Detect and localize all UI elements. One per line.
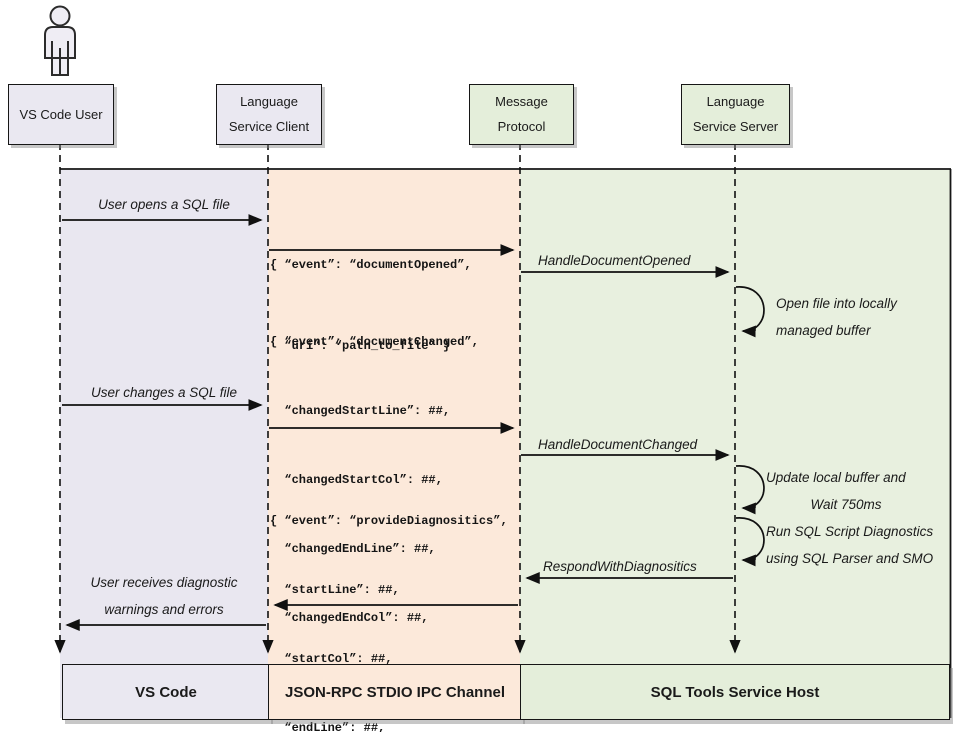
label-handle-document-opened: HandleDocumentOpened [538,253,691,268]
note-update-line1: Update local buffer and [766,470,906,485]
footer-box-vscode: VS Code [62,664,270,720]
label-user-changes: User changes a SQL file [90,385,238,400]
actor-box-language-service-client: Language Service Client [216,84,322,145]
footer-label: JSON-RPC STDIO IPC Channel [284,683,506,701]
label-respond-with-diagnostics: RespondWithDiagnositics [543,559,697,574]
payload-line: { “event”: “provideDiagnositics”, [270,514,508,528]
payload-provide-diagnostics: { “event”: “provideDiagnositics”, “start… [270,464,508,732]
payload-line: “changedEndCol”: ##, [270,611,429,625]
payload-line: “changedEndLine”: ##, [270,542,436,556]
payload-line: “endLine”: ##, [270,721,386,732]
actor-box-language-service-server: Language Service Server [681,84,790,145]
payload-line: “uri”: “path_to_file” } [270,339,451,353]
footer-label: VS Code [135,683,197,701]
label-handle-document-changed: HandleDocumentChanged [538,437,698,452]
actor-label: Language [240,94,298,109]
label-user-opens: User opens a SQL file [98,197,230,212]
payload-line: “startCol”: ##, [270,652,393,666]
actor-label: Message [495,94,548,109]
note-open-file-line1: Open file into locally [776,296,897,311]
payload-line: { “event”: “documentOpened”, [270,258,472,272]
footer-box-jsonrpc-channel: JSON-RPC STDIO IPC Channel [268,664,522,720]
footer-box-sql-tools-service-host: SQL Tools Service Host [520,664,950,720]
payload-line: { “event”: “documentChanged”, [270,335,479,349]
note-update-line2: Wait 750ms [810,497,882,512]
actor-label: Language [706,94,765,109]
actor-label: Service Client [228,119,310,134]
actor-box-vscode-user: VS Code User [8,84,114,145]
band-vscode [60,170,268,718]
payload-line: “changedStartCol”: ##, [270,473,443,487]
label-user-receives-line1: User receives diagnostic [90,575,238,590]
note-open-file-line2: managed buffer [776,323,871,338]
payload-document-opened: { “event”: “documentOpened”, “uri”: “pat… [270,198,472,414]
footer-label: SQL Tools Service Host [650,683,820,701]
label-user-receives-line2: warnings and errors [104,602,224,617]
actor-label: Protocol [497,119,546,134]
actor-label: VS Code User [19,106,103,122]
actor-box-message-protocol: Message Protocol [469,84,574,145]
band-ipc-channel [268,170,520,718]
note-run-line2: using SQL Parser and SMO [766,551,934,566]
payload-line: “startLine”: ##, [270,583,400,597]
person-icon [44,5,76,76]
payload-line: “changedStartLine”: ##, [270,404,451,418]
actor-label: Service Server [692,119,779,134]
note-run-line1: Run SQL Script Diagnostics [766,524,934,539]
